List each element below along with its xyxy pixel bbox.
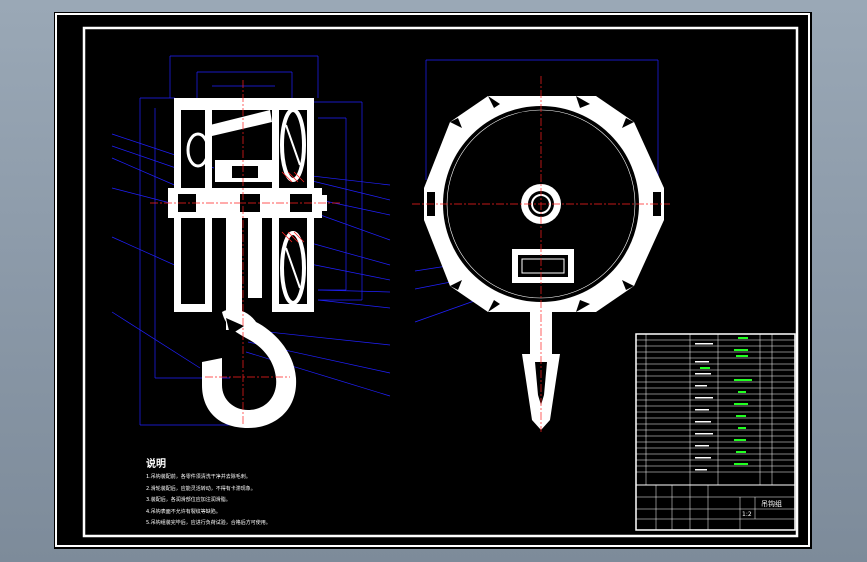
drawing-name: 吊钩组 <box>761 499 782 508</box>
cad-drawing: 吊钩组 1:2 <box>55 13 810 547</box>
section-hatch <box>281 171 305 243</box>
left-view <box>111 55 391 428</box>
notes-title: 说明 <box>146 459 166 470</box>
note-line: 2.滑轮装配后，应能灵活转动，不得有卡滞现象。 <box>146 485 256 492</box>
right-view <box>412 59 670 432</box>
note-line: 4.吊钩表面不允许有裂纹等缺陷。 <box>146 508 221 515</box>
hook <box>202 309 297 428</box>
centerlines-left <box>150 80 340 425</box>
note-line: 1.吊钩装配前，各零件须清洗干净并去除毛刺。 <box>146 474 251 480</box>
centerlines-right <box>412 76 670 432</box>
parts-list: 吊钩组 1:2 <box>635 333 796 531</box>
sheaves <box>280 108 306 305</box>
outer-frame <box>55 13 810 547</box>
technical-notes: 说明 1.吊钩装配前，各零件须清洗干净并去除毛刺。 2.滑轮装配后，应能灵活转动… <box>146 458 271 530</box>
drawing-scale: 1:2 <box>742 511 752 518</box>
note-line: 3.装配后，各润滑部位应加注润滑脂。 <box>146 497 231 503</box>
parts-list-white-marks <box>695 343 713 471</box>
inner-frame <box>82 26 799 538</box>
parts-list-text-marks <box>700 337 752 465</box>
note-line: 5.吊钩组装完毕后，应进行负荷试验，合格后方可使用。 <box>146 520 271 526</box>
drawing-sheet: 吊钩组 1:2 说明 1.吊钩装配前，各零件须清洗干净并去除毛刺。 2.滑轮装配… <box>54 12 812 549</box>
